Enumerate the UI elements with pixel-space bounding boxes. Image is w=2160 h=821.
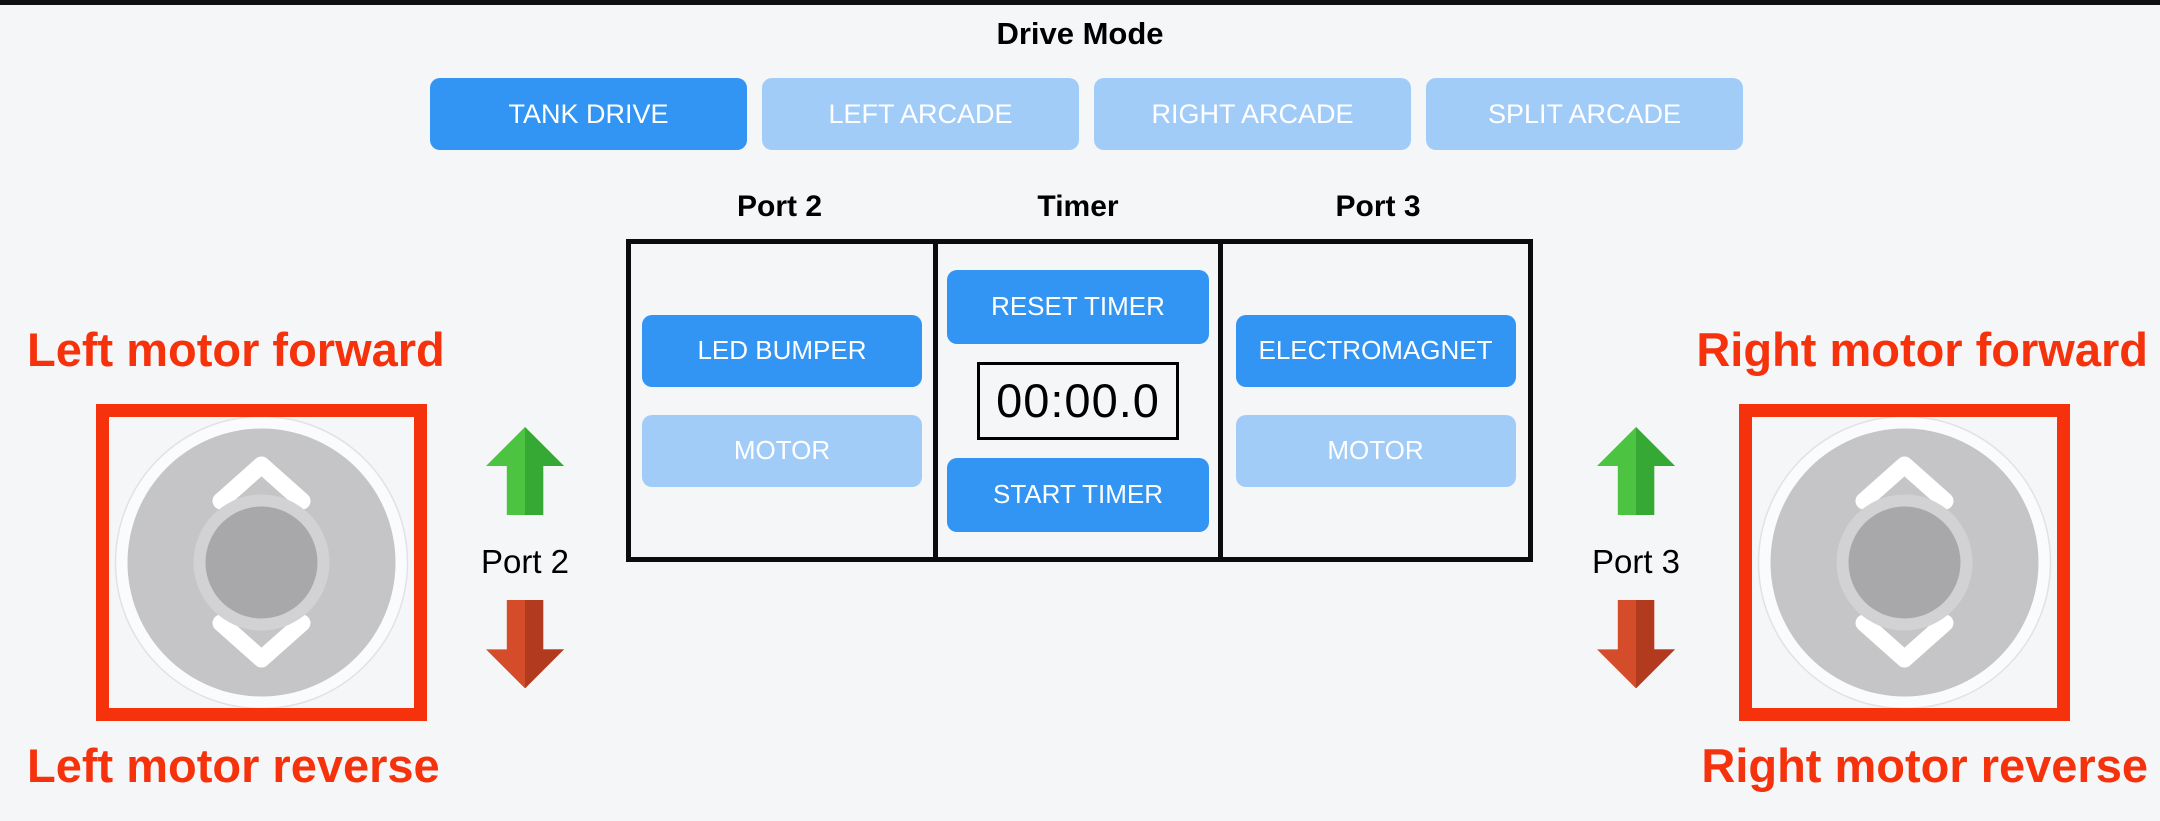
right-down-arrow-icon — [1597, 600, 1675, 689]
port2-column: LED BUMPER MOTOR — [631, 244, 933, 557]
tank-drive-button[interactable]: TANK DRIVE — [430, 78, 747, 150]
timer-display: 00:00.0 — [977, 361, 1179, 440]
left-arcade-button[interactable]: LEFT ARCADE — [762, 78, 1079, 150]
top-edge-bar — [0, 0, 2160, 5]
drive-mode-title: Drive Mode — [996, 16, 1164, 51]
left-motor-forward-label: Left motor forward — [27, 323, 445, 376]
timer-column-header: Timer — [1037, 190, 1119, 223]
port3-column: ELECTROMAGNET MOTOR — [1223, 244, 1528, 557]
port2-motor-button[interactable]: MOTOR — [642, 414, 922, 487]
chevron-down-icon — [1855, 614, 1954, 668]
left-down-arrow-icon — [486, 600, 564, 689]
left-joystick[interactable] — [96, 404, 427, 721]
control-panel-table: LED BUMPER MOTOR RESET TIMER 00:00.0 STA… — [626, 239, 1533, 562]
left-motor-reverse-label: Left motor reverse — [27, 739, 440, 792]
chevron-down-icon — [212, 614, 311, 668]
left-port-tag: Port 2 — [480, 543, 570, 580]
reset-timer-button[interactable]: RESET TIMER — [947, 269, 1209, 344]
right-port-tag: Port 3 — [1591, 543, 1681, 580]
port3-motor-button[interactable]: MOTOR — [1235, 414, 1516, 487]
joystick-knob — [1848, 506, 1961, 619]
right-motor-forward-label: Right motor forward — [1696, 323, 2148, 376]
left-joystick-pad — [114, 417, 409, 708]
start-timer-button[interactable]: START TIMER — [947, 457, 1209, 532]
right-joystick[interactable] — [1739, 404, 2070, 721]
chevron-up-icon — [1855, 456, 1954, 510]
split-arcade-button[interactable]: SPLIT ARCADE — [1426, 78, 1743, 150]
left-up-arrow-icon — [486, 427, 564, 516]
right-up-arrow-icon — [1597, 427, 1675, 516]
right-joystick-pad — [1757, 417, 2052, 708]
led-bumper-button[interactable]: LED BUMPER — [642, 314, 922, 387]
right-arcade-button[interactable]: RIGHT ARCADE — [1094, 78, 1411, 150]
drive-mode-button-row: TANK DRIVE LEFT ARCADE RIGHT ARCADE SPLI… — [430, 78, 1743, 150]
port3-column-header: Port 3 — [1335, 190, 1421, 223]
right-motor-reverse-label: Right motor reverse — [1701, 739, 2148, 792]
chevron-up-icon — [212, 456, 311, 510]
electromagnet-button[interactable]: ELECTROMAGNET — [1235, 314, 1516, 387]
port2-column-header: Port 2 — [736, 190, 823, 223]
joystick-knob — [205, 506, 318, 619]
timer-column: RESET TIMER 00:00.0 START TIMER — [933, 244, 1223, 557]
